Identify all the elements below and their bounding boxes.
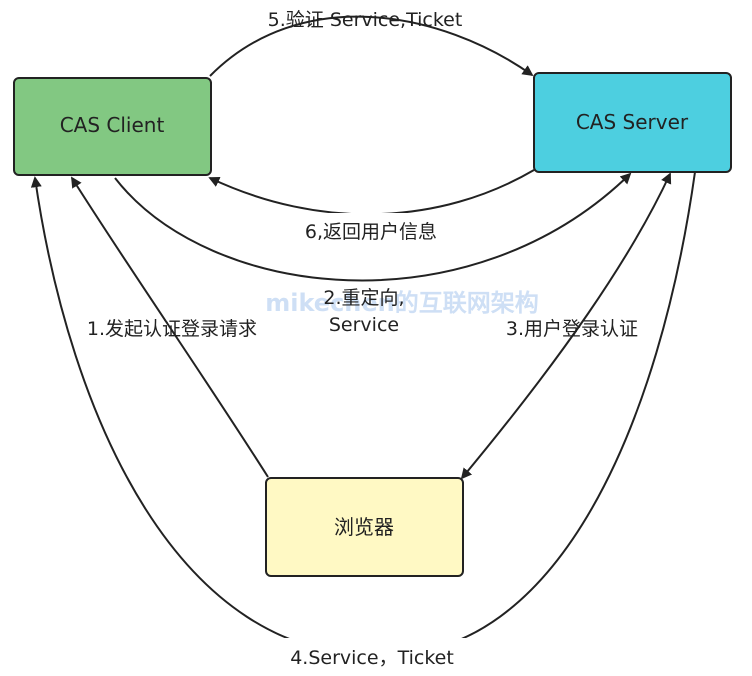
edge-label-step3: 3.用户登录认证 xyxy=(506,318,638,340)
cas-client-label: CAS Client xyxy=(60,113,165,137)
edge-step4 xyxy=(30,171,696,657)
browser-box xyxy=(265,477,464,577)
edge-label-step2-line2: Service xyxy=(329,314,399,336)
browser-label: 浏览器 xyxy=(334,515,394,539)
edge-step6 xyxy=(208,169,535,216)
cas-client-box xyxy=(13,77,212,176)
edge-label-step5: 5.验证 Service,Ticket xyxy=(268,9,463,31)
browser-node: 浏览器 xyxy=(265,477,464,577)
watermark: mikechen的互联网架构 xyxy=(265,289,539,317)
edge-step3 xyxy=(460,172,672,480)
edge-step1 xyxy=(71,176,269,478)
cas-server-box xyxy=(533,72,732,173)
edge-label-step4: 4.Service，Ticket xyxy=(290,647,454,669)
cas-server-label: CAS Server xyxy=(576,110,689,134)
edge-label-step2-line1: 2.重定向, xyxy=(323,287,404,309)
edge-label-step6: 6,返回用户信息 xyxy=(305,221,437,243)
cas-server-node: CAS Server xyxy=(533,72,732,173)
edge-step5 xyxy=(209,15,534,77)
edge-label-step1: 1.发起认证登录请求 xyxy=(87,318,257,340)
cas-client-node: CAS Client xyxy=(13,77,212,176)
